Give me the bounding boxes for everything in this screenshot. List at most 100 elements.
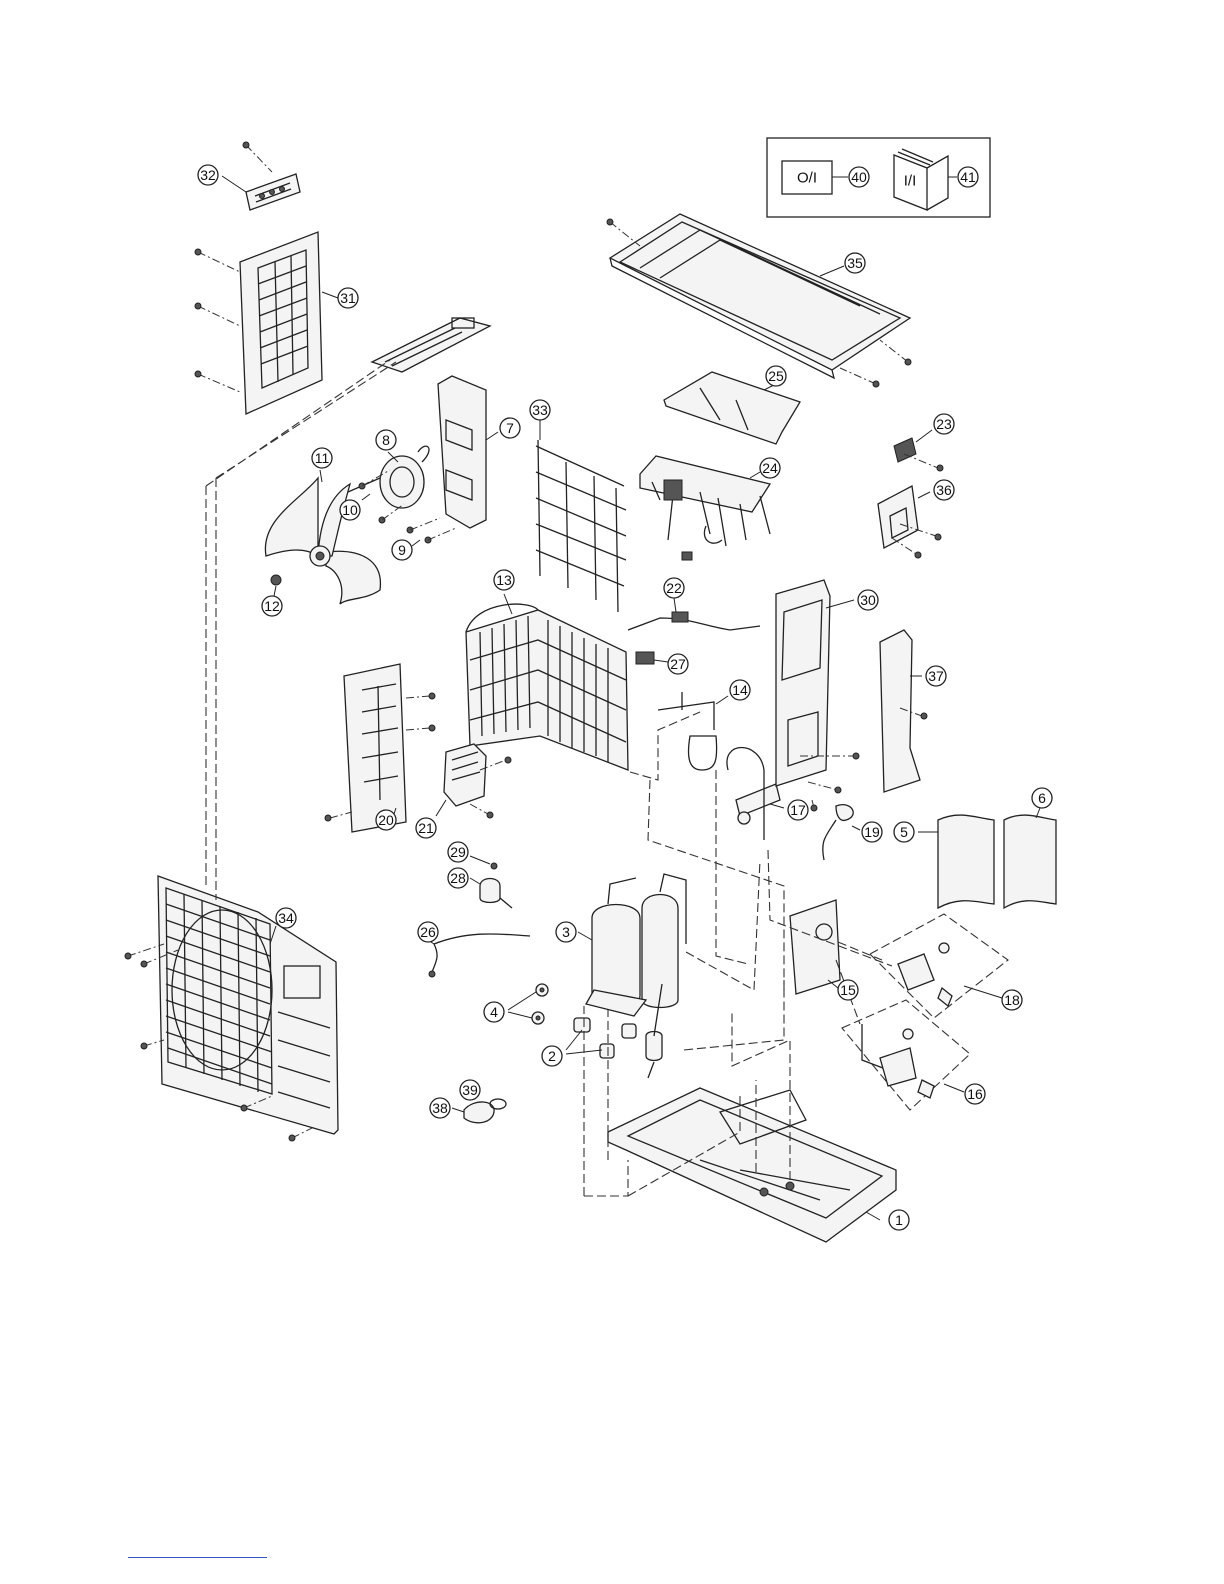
- callout-35-label: 35: [847, 255, 863, 271]
- base-pan: [608, 1088, 896, 1242]
- callout-16-label: 16: [967, 1086, 983, 1102]
- callout-18: 18: [1002, 990, 1022, 1010]
- sensor-bracket: [878, 486, 941, 558]
- callout-41-label: 41: [960, 169, 976, 185]
- callout-5-label: 5: [900, 824, 908, 840]
- callout-22-label: 22: [666, 580, 682, 596]
- callout-26: 26: [418, 922, 438, 942]
- callout-36-label: 36: [936, 482, 952, 498]
- callout-28-label: 28: [450, 870, 466, 886]
- callout-9-label: 9: [398, 542, 406, 558]
- terminal-block: [222, 142, 300, 210]
- motor-bracket-top: [372, 318, 490, 372]
- callout-34-label: 34: [278, 910, 294, 926]
- callout-33-label: 33: [532, 402, 548, 418]
- callout-3: 3: [556, 922, 576, 942]
- callout-6: 6: [1032, 788, 1052, 808]
- callout-12-label: 12: [264, 598, 280, 614]
- motor-mount: [438, 376, 498, 528]
- installation-instructions-label: I/I: [904, 173, 917, 190]
- insulation-sheets: [918, 808, 1056, 908]
- callout-22: 22: [664, 578, 684, 598]
- callout-6-label: 6: [1038, 790, 1046, 806]
- callout-32-label: 32: [200, 167, 216, 183]
- callout-10: 10: [340, 500, 360, 520]
- callout-41: 41: [958, 167, 978, 187]
- callout-1-label: 1: [895, 1212, 903, 1228]
- callout-25-label: 25: [768, 368, 784, 384]
- callout-15-label: 15: [840, 982, 856, 998]
- condenser-coil: [466, 594, 628, 770]
- callout-4: 4: [484, 1002, 504, 1022]
- callout-19-label: 19: [864, 824, 880, 840]
- callout-24: 24: [760, 458, 780, 478]
- top-panel: [607, 214, 911, 387]
- callout-17: 17: [788, 800, 808, 820]
- callout-21: 21: [416, 818, 436, 838]
- callout-8: 8: [376, 430, 396, 450]
- solenoid-valve: [470, 856, 512, 908]
- callout-8-label: 8: [382, 432, 390, 448]
- callout-2: 2: [542, 1046, 562, 1066]
- control-board: [640, 456, 770, 560]
- solenoid-coil: [823, 805, 860, 860]
- callout-15: 15: [838, 980, 858, 1000]
- callout-37-label: 37: [928, 668, 944, 684]
- callout-12: 12: [262, 596, 282, 616]
- callout-21-label: 21: [418, 820, 434, 836]
- callout-40-label: 40: [851, 169, 867, 185]
- callout-11-label: 11: [315, 450, 330, 466]
- fan-motor: [348, 446, 429, 508]
- callout-28: 28: [448, 868, 468, 888]
- side-cover: [880, 630, 927, 792]
- fan-nut: [271, 575, 281, 596]
- callout-24-label: 24: [762, 460, 778, 476]
- callout-3-label: 3: [562, 924, 570, 940]
- callout-13: 13: [494, 570, 514, 590]
- motor-support-panel: [325, 664, 435, 832]
- callout-39-label: 39: [462, 1082, 478, 1098]
- drain-cap-and-elbow: [452, 1099, 506, 1123]
- callout-38-label: 38: [432, 1100, 448, 1116]
- compressor: [578, 874, 686, 1016]
- callout-11: 11: [312, 448, 332, 468]
- callout-32: 32: [198, 165, 218, 185]
- callout-30-label: 30: [860, 592, 876, 608]
- callout-31-label: 31: [340, 290, 356, 306]
- callout-9: 9: [392, 540, 412, 560]
- liquid-service-valve: [842, 1000, 970, 1110]
- callout-4-label: 4: [490, 1004, 498, 1020]
- front-panel: [125, 876, 338, 1141]
- callout-19: 19: [862, 822, 882, 842]
- service-valve-bracket: [790, 900, 840, 994]
- callout-16: 16: [965, 1084, 985, 1104]
- callout-13-label: 13: [496, 572, 512, 588]
- callout-14: 14: [730, 680, 750, 700]
- callout-34: 34: [276, 908, 296, 928]
- callout-38: 38: [430, 1098, 450, 1118]
- callout-36: 36: [934, 480, 954, 500]
- callout-33: 33: [530, 400, 550, 420]
- callout-31: 31: [338, 288, 358, 308]
- callout-39: 39: [460, 1080, 480, 1100]
- callout-26-label: 26: [420, 924, 436, 940]
- partition-plate: [776, 580, 859, 811]
- thermistor: [628, 598, 760, 630]
- callout-35: 35: [845, 253, 865, 273]
- callout-7: 7: [500, 418, 520, 438]
- callout-10-label: 10: [342, 502, 358, 518]
- coil-sensor-holder: [636, 652, 668, 664]
- documents-box: O/I I/I: [767, 138, 990, 217]
- callout-25: 25: [766, 366, 786, 386]
- callout-23-label: 23: [936, 416, 952, 432]
- callout-17-label: 17: [790, 802, 806, 818]
- callout-29-label: 29: [450, 844, 466, 860]
- callout-7-label: 7: [506, 420, 514, 436]
- callout-40: 40: [849, 167, 869, 187]
- footer-rule: [128, 1557, 267, 1558]
- callout-2-label: 2: [548, 1048, 556, 1064]
- propeller-fan: [265, 470, 380, 604]
- callout-27: 27: [668, 654, 688, 674]
- callout-14-label: 14: [732, 682, 748, 698]
